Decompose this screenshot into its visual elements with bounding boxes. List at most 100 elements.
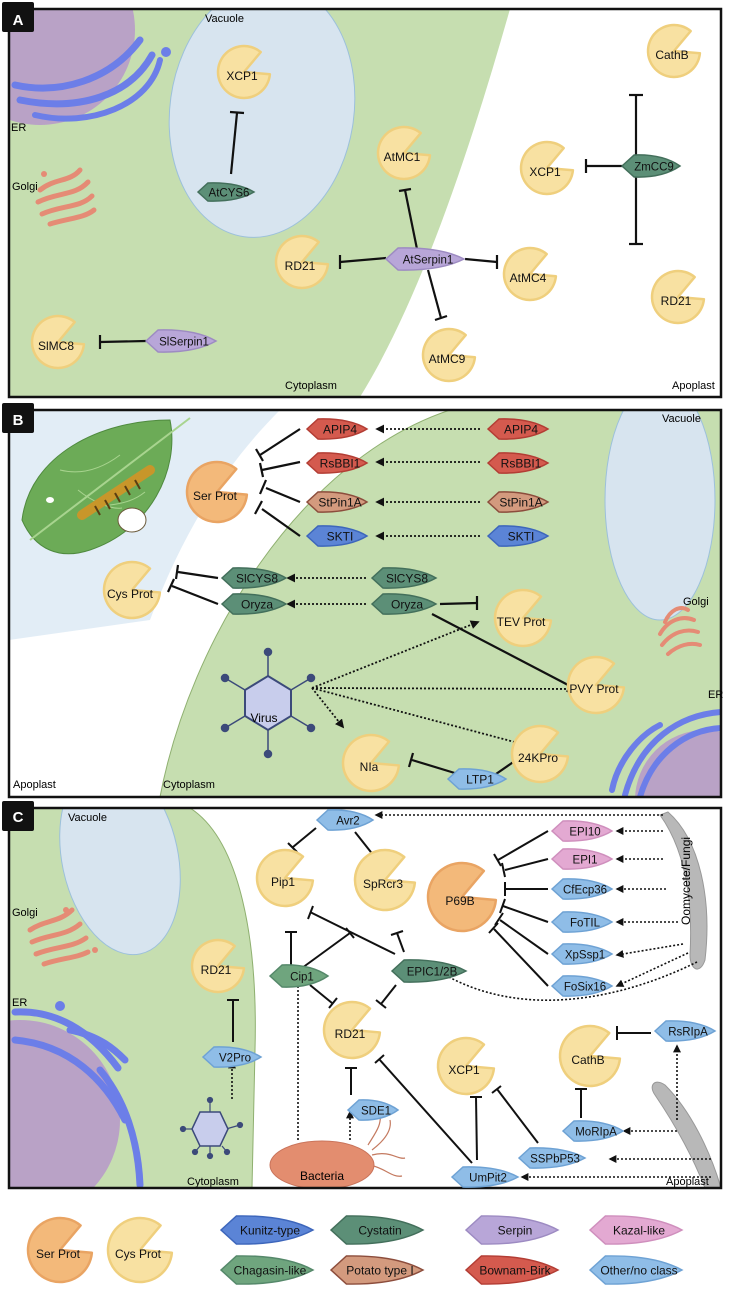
protease-label: XCP1 — [529, 165, 561, 179]
protease-pacman-icon — [650, 269, 706, 325]
legend-item-cys-prot: Cys Prot — [106, 1216, 174, 1284]
legend-item-other: Other/no class — [588, 1255, 684, 1285]
inhibitor-label: EPIC1/2B — [407, 967, 458, 979]
cysteine-protease: XCP1 — [519, 140, 575, 196]
cysteine-protease: SlMC8 — [30, 314, 86, 370]
inhibitor-label: StPin1A — [499, 496, 542, 510]
secretion-arrows — [228, 811, 711, 1181]
inhibitor-shape-icon — [219, 1215, 315, 1245]
inhibitor-serpin: SlSerpin1 — [144, 329, 218, 353]
inhibitor-label: StPin1A — [318, 496, 361, 510]
legend-item-chagasin: Chagasin-like — [219, 1255, 315, 1285]
protease-pacman-icon — [106, 1216, 174, 1284]
inhibitor-label: Chagasin-like — [234, 1264, 307, 1278]
panel-a: A Vacuole ER Golgi Cytoplasm Apoplast XC… — [2, 2, 723, 399]
protease-label: XCP1 — [448, 1063, 480, 1077]
inhibitor-potato: StPin1A — [486, 491, 550, 513]
inhibitor-shape-icon — [550, 943, 614, 965]
cysteine-protease: AtMC1 — [376, 125, 432, 181]
virus-label: Virus — [250, 711, 277, 725]
cysteine-protease: SpRcr3 — [353, 848, 417, 912]
inhibitor-shape-icon — [305, 491, 369, 513]
inhibitor-label: MoRIpA — [575, 1127, 617, 1139]
cysteine-protease: XCP1 — [436, 1036, 496, 1096]
inhibitor-other: UmPit2 — [450, 1166, 520, 1188]
apoplast-label: Apoplast — [666, 1176, 709, 1188]
leaf-icon — [21, 417, 191, 555]
inhibitor-label: LTP1 — [466, 773, 494, 787]
serine-protease: Ser Prot — [185, 460, 249, 524]
inhibitor-shape-icon — [550, 975, 614, 997]
legend-item-potato: Potato type I — [329, 1255, 425, 1285]
protease-label: Pip1 — [271, 875, 295, 889]
cysteine-protease: RD21 — [190, 938, 246, 994]
bacteria-icon: Bacteria — [269, 1111, 406, 1188]
protease-pacman-icon — [26, 1216, 94, 1284]
inhibitor-label: APIP4 — [504, 423, 538, 437]
inhibitor-bowman: APIP4 — [305, 418, 369, 440]
protease-label: AtMC4 — [510, 271, 547, 285]
inhibitor-label: RsRIpA — [668, 1027, 708, 1039]
inhibitor-shape-icon — [390, 959, 468, 983]
er-icon — [609, 709, 721, 797]
cysteine-protease: TEV Prot — [493, 588, 553, 648]
legend-item-cystatin: Cystatin — [329, 1215, 425, 1245]
caterpillar-icon — [77, 465, 155, 520]
vacuole — [59, 808, 181, 956]
inhibitor-cystatin: SlCYS8 — [370, 567, 438, 589]
cysteine-protease: Pip1 — [255, 848, 315, 908]
inhibitor-other: XpSsp1 — [550, 943, 614, 965]
legend-item-serpin: Serpin — [464, 1215, 560, 1245]
protease-label: NIa — [360, 760, 379, 774]
legend: Ser Prot Cys Prot Kunitz-type Cystatin Serpi… — [26, 1215, 684, 1285]
protease-label: Ser Prot — [193, 489, 238, 503]
inhibitor-shape-icon — [346, 1099, 400, 1121]
protease-label: SpRcr3 — [363, 877, 403, 891]
protease-pacman-icon — [566, 655, 626, 715]
golgi-label: Golgi — [683, 596, 709, 608]
protease-pacman-icon — [30, 314, 86, 370]
protease-label: Ser Prot — [36, 1247, 81, 1261]
bacteria-label: Bacteria — [300, 1169, 344, 1183]
inhibitor-label: EPI10 — [569, 827, 600, 839]
inhibitor-shape-icon — [220, 593, 288, 615]
protease-label: RD21 — [661, 294, 692, 308]
inhibitor-shape-icon — [588, 1215, 684, 1245]
cysteine-protease: XCP1 — [216, 44, 272, 100]
inhibitor-other: V2Pro — [201, 1046, 263, 1068]
protease-label: Cys Prot — [115, 1247, 162, 1261]
inhibitor-shape-icon — [329, 1215, 425, 1245]
cysteine-protease: PVY Prot — [566, 655, 626, 715]
inhibitor-shape-icon — [446, 768, 508, 790]
inhibitor-shape-icon — [588, 1255, 684, 1285]
golgi-icon — [35, 167, 97, 227]
inhibitor-shape-icon — [464, 1255, 560, 1285]
protease-pacman-icon — [558, 1024, 622, 1088]
cysteine-protease: AtMC9 — [421, 327, 477, 383]
inhibitor-kazal: EPI1 — [550, 848, 614, 870]
protease-label: CathB — [571, 1053, 604, 1067]
cytoplasm-label: Cytoplasm — [163, 779, 215, 791]
inhibitor-cystatin: Oryza — [220, 593, 288, 615]
golgi-label: Golgi — [12, 907, 38, 919]
inhibitor-label: SKTI — [327, 530, 354, 544]
protease-label: RD21 — [335, 1027, 366, 1041]
inhibitor-other: SDE1 — [346, 1099, 400, 1121]
inhibitor-label: Kunitz-type — [240, 1224, 300, 1238]
inhibitor-shape-icon — [550, 878, 614, 900]
inhibitor-shape-icon — [486, 525, 550, 547]
protease-pacman-icon — [376, 125, 432, 181]
inhibitor-cystatin: SlCYS8 — [220, 567, 288, 589]
interaction-lines — [98, 93, 643, 349]
protease-label: AtMC1 — [384, 150, 421, 164]
inhibitor-label: EPI1 — [573, 855, 598, 867]
inhibitor-other: LTP1 — [446, 768, 508, 790]
inhibitor-shape-icon — [450, 1166, 520, 1188]
protease-pacman-icon — [341, 733, 401, 793]
apoplast-label: Apoplast — [672, 380, 715, 392]
inhibitor-serpin: AtSerpin1 — [384, 247, 466, 271]
inhibitor-other: SSPbP53 — [517, 1147, 587, 1169]
protease-pacman-icon — [190, 938, 246, 994]
nucleus — [635, 730, 721, 797]
